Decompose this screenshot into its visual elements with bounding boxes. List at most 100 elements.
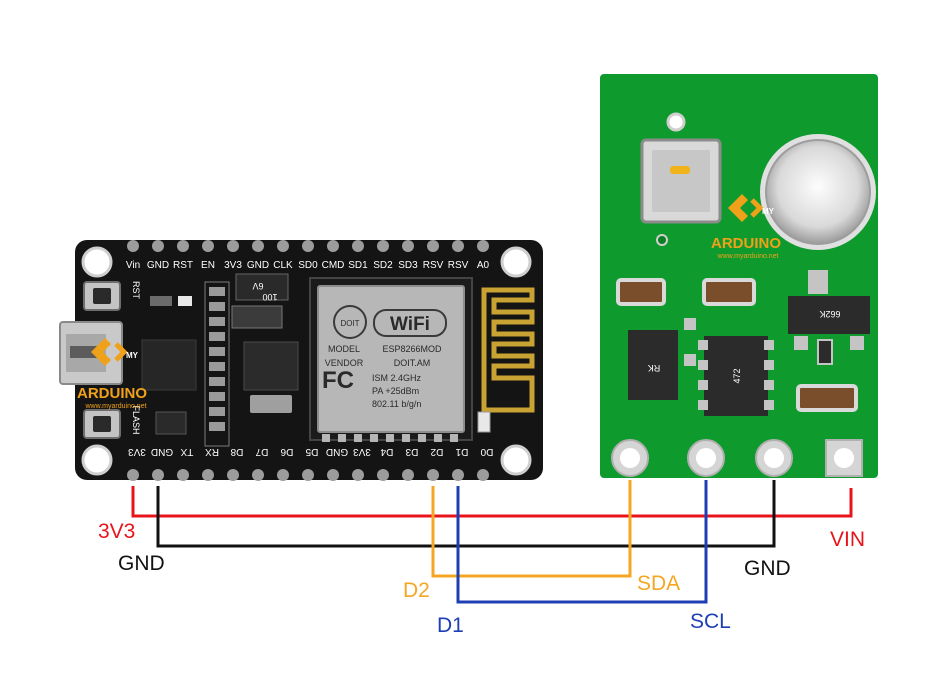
mounting-hole [81, 246, 113, 278]
mounting-hole [81, 444, 113, 476]
pin-label: GND [247, 260, 269, 271]
esp8266-module: DOIT WiFi FC MODEL ESP8266MOD VENDOR DOI… [309, 277, 473, 442]
bottom-pin-labels: 3V3 GND TX RX D8 D7 D6 D5 GND 3V3 D4 D3 … [128, 446, 494, 457]
doit-logo-icon [333, 305, 367, 339]
pin-label: GND [147, 260, 169, 271]
pin-label: D5 [305, 446, 318, 457]
watermark-chevron-icon [728, 194, 748, 222]
pin-label: RSV [448, 260, 469, 271]
regulator-chip [788, 296, 870, 334]
pin-label: GND [151, 446, 173, 457]
wire-scl [456, 480, 708, 604]
pin-label: D6 [280, 446, 293, 457]
pin-label: SD0 [298, 260, 318, 271]
module-vendor-val: DOIT.AM [394, 358, 431, 368]
via-hole [656, 234, 668, 246]
rst-button: RST [83, 281, 141, 311]
module-model-val: ESP8266MOD [382, 344, 442, 354]
pad-columns [204, 281, 230, 447]
wire-label-sda-left: D2 [403, 579, 430, 602]
pin-label: D3 [405, 446, 418, 457]
pin-label: SD2 [373, 260, 393, 271]
smd-component [150, 296, 172, 306]
watermark-chevron-icon [114, 342, 128, 362]
wire-gnd [156, 480, 776, 548]
watermark-chevron-icon [750, 198, 764, 218]
watermark-url: www.myarduino.net [84, 403, 146, 410]
via-hole [666, 112, 686, 132]
smd-component [817, 339, 833, 365]
wire-label-sda-right: SDA [637, 572, 680, 595]
pin-label: SD3 [398, 260, 418, 271]
top-pin-labels: Vin GND RST EN 3V3 GND CLK SD0 CMD SD1 S… [126, 260, 490, 271]
pin-label: RSV [423, 260, 444, 271]
voltage-regulator [243, 341, 299, 391]
wire-label-scl-left: D1 [437, 614, 464, 637]
mounting-hole [500, 444, 532, 476]
level-shifter-marking: RK [648, 363, 661, 373]
sensor-board: 662K RK 472 [600, 74, 878, 478]
rst-button-label: RST [131, 281, 141, 300]
flash-button-label: FLASH [131, 405, 141, 434]
pin-label: 3V3 [128, 446, 146, 457]
level-shifter-chip [628, 330, 678, 400]
module-brand: DOIT [340, 319, 359, 328]
resistor-network: 472 [698, 336, 774, 416]
pin-label: GND [326, 446, 348, 457]
pin-label: TX [180, 446, 193, 457]
pin-label: Vin [126, 260, 140, 271]
wire-label-scl-right: SCL [690, 610, 731, 633]
watermark-url: www.myarduino.net [716, 253, 778, 260]
pin-label: D8 [230, 446, 243, 457]
pin-label: 3V3 [224, 260, 242, 271]
smd-led [477, 411, 491, 433]
pin-label: A0 [477, 260, 490, 271]
rf-shield [317, 285, 465, 433]
wire-label-gnd-left: GND [118, 552, 165, 575]
crystal [250, 395, 292, 413]
smd-capacitor [616, 278, 666, 306]
micro-usb-port [59, 321, 123, 385]
pin-label: D0 [480, 446, 493, 457]
wire-sda [431, 480, 632, 578]
mounting-hole [500, 246, 532, 278]
smd-capacitor [796, 384, 858, 412]
smd-led [178, 296, 192, 306]
module-pa: PA +25dBm [372, 386, 419, 396]
watermark-brand: ARDUINO [77, 385, 147, 402]
wifi-logo-text: WiFi [390, 314, 430, 335]
pin-label: D4 [380, 446, 393, 457]
pin-label: CMD [322, 260, 345, 271]
pin-label: EN [201, 260, 215, 271]
pin-label: D7 [255, 446, 268, 457]
smd-component [155, 411, 187, 435]
module-std: 802.11 b/g/n [372, 399, 421, 409]
bottom-header [127, 469, 489, 481]
wire-label-vcc-left: 3V3 [98, 520, 135, 543]
top-header [127, 240, 489, 252]
pin-label: RX [205, 446, 219, 457]
smd-component [231, 305, 283, 329]
pin-label: D1 [455, 446, 468, 457]
pin-label: 3V3 [353, 446, 371, 457]
resistor-network-marking: 472 [732, 368, 742, 383]
module-vendor-key: VENDOR [325, 358, 364, 368]
pin-label: CLK [273, 260, 293, 271]
pin-label: D2 [430, 446, 443, 457]
watermark-top: MY [762, 207, 775, 216]
regulator-marking: 662K [819, 309, 840, 319]
module-model-key: MODEL [328, 344, 360, 354]
capacitor-voltage: 6V [252, 281, 263, 291]
pin-label: SD1 [348, 260, 368, 271]
wire-label-vcc-right: VIN [830, 528, 865, 551]
watermark-logo-sensor: MY ARDUINO www.myarduino.net [711, 194, 781, 260]
wifi-badge [373, 309, 447, 337]
module-ism: ISM 2.4GHz [372, 373, 422, 383]
wire-vcc [131, 486, 853, 518]
watermark-logo-nodemcu: MY ARDUINO www.myarduino.net [77, 338, 147, 410]
capacitor-value: 100 [262, 292, 277, 302]
sensor-vent [670, 166, 690, 174]
pin-label: RST [173, 260, 193, 271]
capacitor [235, 273, 289, 301]
